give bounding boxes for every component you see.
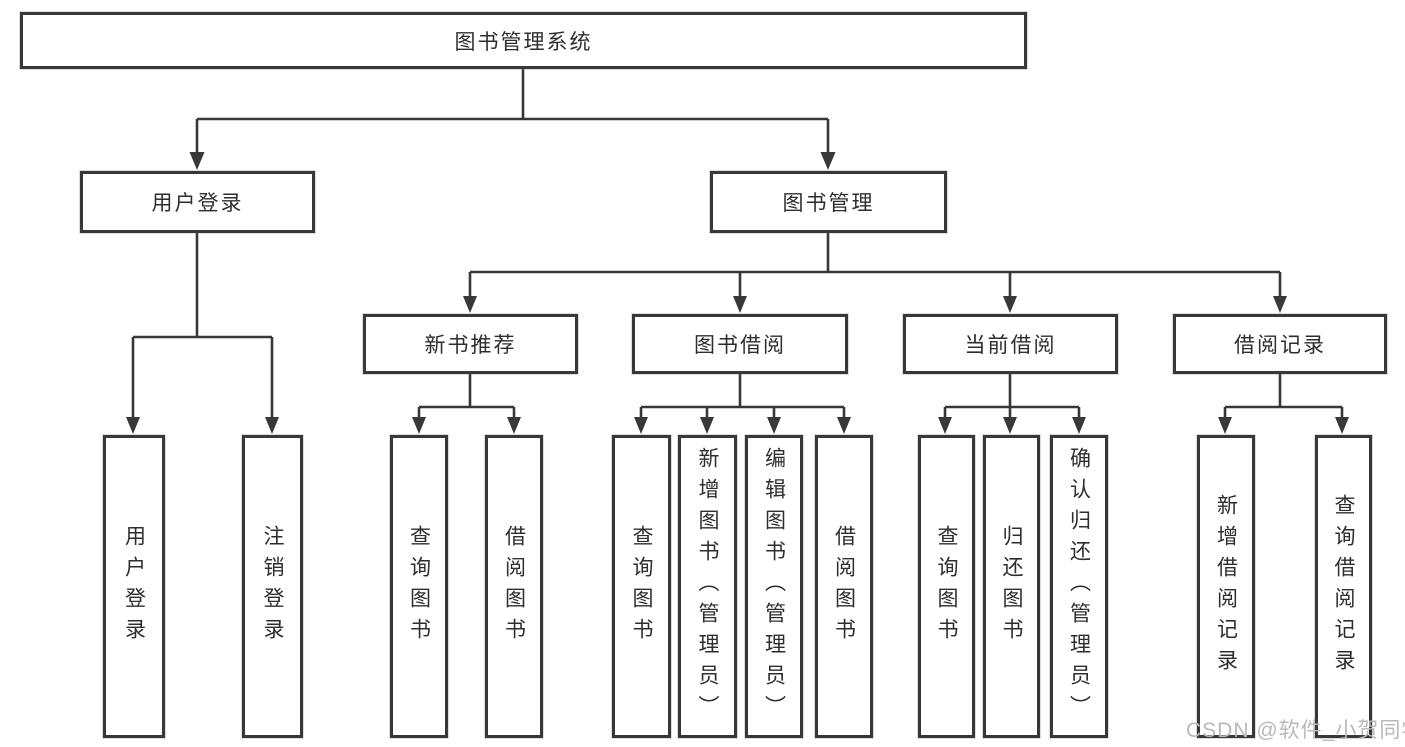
leaf-logout-login-label: 注销登录 (261, 524, 284, 649)
node-book-management: 图书管理 (710, 171, 947, 233)
node-borrowing-records-label: 借阅记录 (1234, 334, 1326, 357)
leaf-borrow-books-borrowing: 借阅图书 (815, 435, 873, 738)
leaf-query-borrow-record: 查询借阅记录 (1315, 435, 1372, 738)
leaf-return-books-label: 归还图书 (1000, 524, 1023, 649)
csdn-watermark: CSDN @软件_小贺同学 (1186, 719, 1405, 742)
leaf-borrow-books-borrowing-label: 借阅图书 (832, 524, 856, 649)
node-borrowing-records: 借阅记录 (1173, 314, 1387, 374)
node-user-login: 用户登录 (80, 171, 315, 233)
node-new-book-recommend-label: 新书推荐 (424, 334, 517, 357)
node-root: 图书管理系统 (20, 12, 1027, 69)
leaf-query-books-recommend-label: 查询图书 (407, 524, 431, 649)
leaf-edit-books-admin-label: 编辑图书（管理员） (762, 447, 786, 726)
leaf-query-borrow-record-label: 查询借阅记录 (1332, 493, 1355, 680)
node-root-label: 图书管理系统 (454, 30, 593, 54)
leaf-add-borrow-record: 新增借阅记录 (1197, 435, 1255, 738)
leaf-logout-login: 注销登录 (242, 435, 303, 738)
node-user-login-label: 用户登录 (151, 192, 244, 215)
leaf-add-borrow-record-label: 新增借阅记录 (1214, 493, 1238, 680)
leaf-query-books-borrowing-label: 查询图书 (630, 524, 653, 649)
leaf-query-books-current: 查询图书 (918, 435, 975, 738)
node-book-borrowing-label: 图书借阅 (694, 334, 786, 357)
node-current-borrowing: 当前借阅 (903, 314, 1118, 374)
leaf-confirm-return-admin: 确认归还（管理员） (1050, 435, 1108, 738)
leaf-query-books-current-label: 查询图书 (935, 524, 958, 649)
leaf-edit-books-admin: 编辑图书（管理员） (745, 435, 803, 738)
node-new-book-recommend: 新书推荐 (363, 314, 578, 374)
node-book-borrowing: 图书借阅 (632, 314, 848, 374)
leaf-query-books-borrowing: 查询图书 (612, 435, 671, 738)
leaf-add-books-admin-label: 新增图书（管理员） (696, 447, 719, 726)
leaf-user-login: 用户登录 (103, 435, 165, 738)
leaf-borrow-books-recommend: 借阅图书 (485, 435, 543, 738)
leaf-borrow-books-recommend-label: 借阅图书 (502, 524, 526, 649)
leaf-add-books-admin: 新增图书（管理员） (678, 435, 737, 738)
node-current-borrowing-label: 当前借阅 (964, 334, 1057, 357)
leaf-user-login-label: 用户登录 (122, 524, 146, 649)
node-book-management-label: 图书管理 (782, 192, 875, 215)
leaf-return-books: 归还图书 (983, 435, 1040, 738)
leaf-confirm-return-admin-label: 确认归还（管理员） (1067, 447, 1091, 726)
leaf-query-books-recommend: 查询图书 (390, 435, 448, 738)
